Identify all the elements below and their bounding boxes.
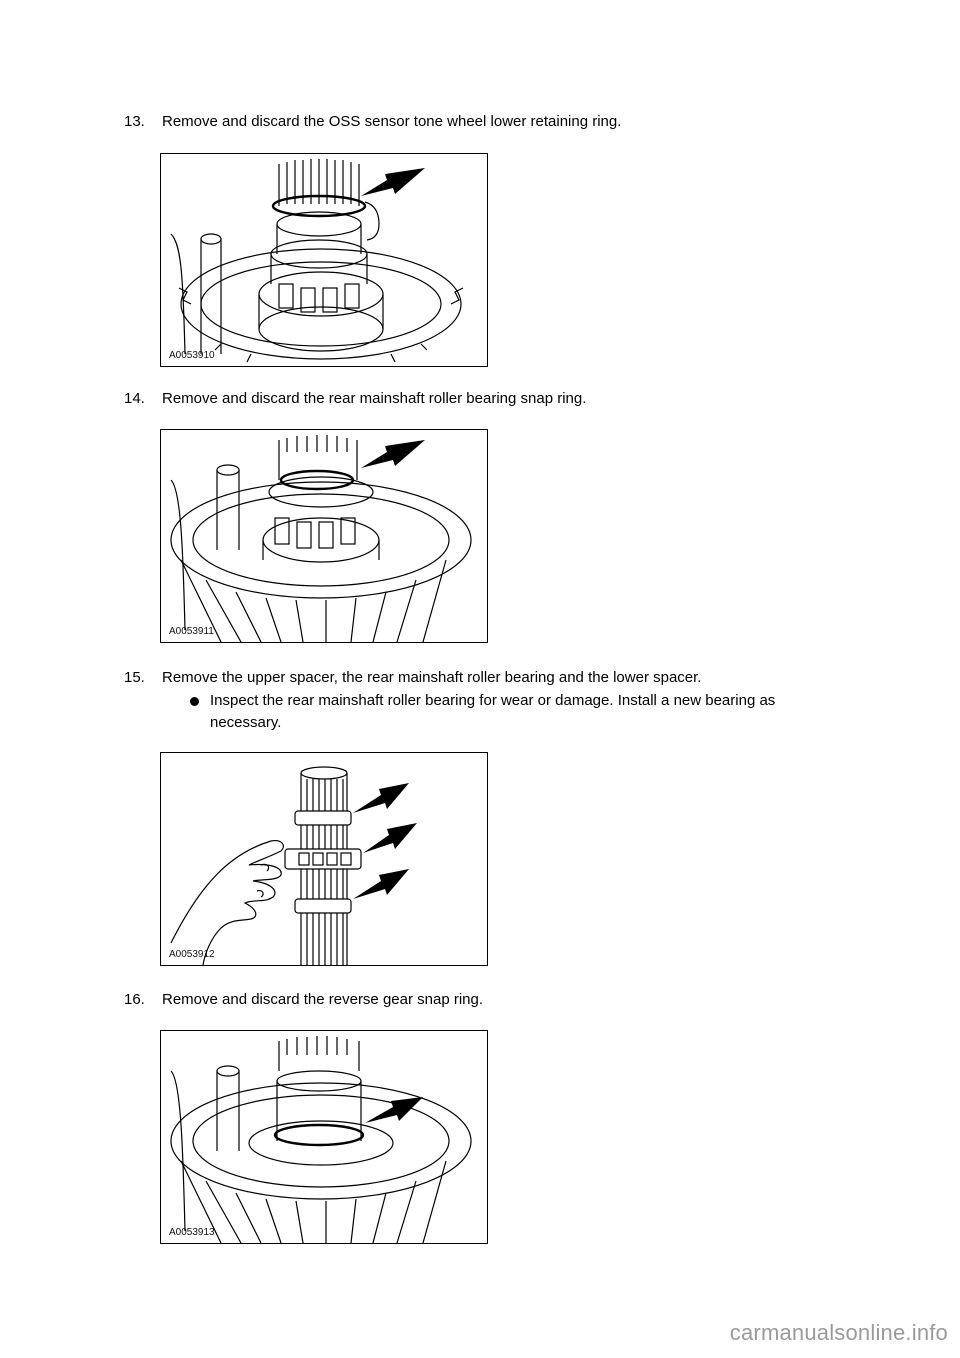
watermark: carmanualsonline.info bbox=[729, 1320, 948, 1345]
figure-a0053910: A0053910 bbox=[160, 153, 488, 367]
step-number: 14. bbox=[124, 390, 145, 407]
step-text: Remove and discard the OSS sensor tone w… bbox=[162, 113, 622, 130]
step-number: 16. bbox=[124, 991, 145, 1008]
step-15-bullet: Inspect the rear mainshaft roller bearin… bbox=[190, 690, 830, 734]
bullet-dot bbox=[190, 697, 199, 706]
step-text: Remove and discard the reverse gear snap… bbox=[162, 991, 484, 1008]
figure-a0053913: A0053913 bbox=[160, 1030, 488, 1244]
illustration-roller-bearing-snap-ring bbox=[170, 435, 472, 642]
bullet-text: Inspect the rear mainshaft roller bearin… bbox=[210, 692, 776, 731]
illustration-tone-wheel-ring bbox=[170, 159, 464, 363]
figure-a0053911: A0053911 bbox=[160, 429, 488, 643]
figure-label: A0053910 bbox=[169, 350, 215, 361]
step-number: 13. bbox=[124, 113, 145, 130]
step-text: Remove and discard the rear mainshaft ro… bbox=[162, 390, 587, 407]
figure-label: A0053912 bbox=[169, 949, 215, 960]
figure-a0053912: A0053912 bbox=[160, 752, 488, 966]
step-15: 15. Remove the upper spacer, the rear mai… bbox=[124, 668, 701, 688]
figure-label: A0053913 bbox=[169, 1227, 215, 1238]
step-13: 13. Remove and discard the OSS sensor ton… bbox=[124, 112, 621, 132]
step-number: 15. bbox=[124, 669, 145, 686]
step-16: 16. Remove and discard the reverse gear s… bbox=[124, 990, 483, 1010]
step-text: Remove the upper spacer, the rear mainsh… bbox=[162, 669, 702, 686]
illustration-reverse-gear-snap-ring bbox=[170, 1036, 472, 1243]
figure-label: A0053911 bbox=[169, 626, 214, 637]
step-14: 14. Remove and discard the rear mainshaft… bbox=[124, 389, 586, 409]
illustration-spacers-and-bearing bbox=[170, 766, 417, 965]
